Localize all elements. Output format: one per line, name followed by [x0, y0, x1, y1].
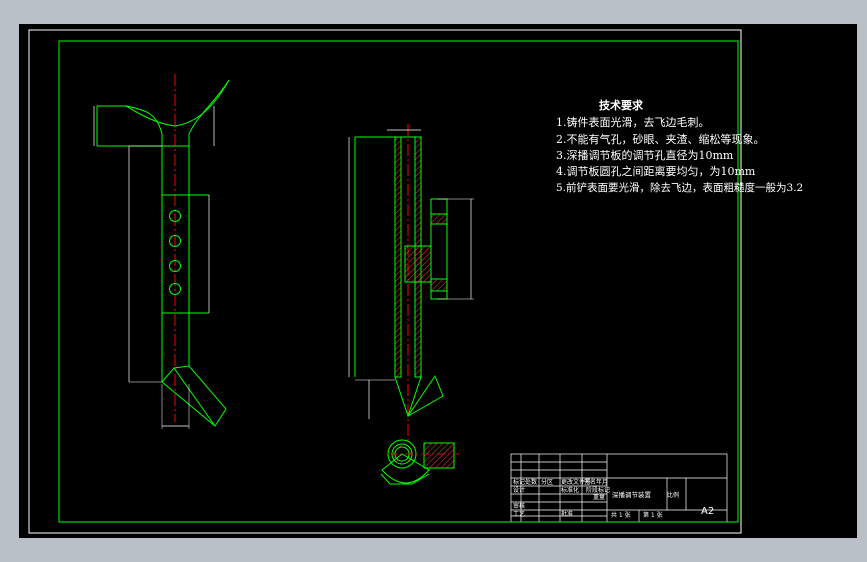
- technical-drawing: [28, 29, 742, 534]
- tech-item-1: 1.铸件表面光滑，去飞边毛刺。: [556, 116, 710, 129]
- tb-standard: 标准化: [561, 487, 580, 494]
- tb-mark: 标记处数: [513, 479, 538, 486]
- tb-process: 工艺: [513, 511, 526, 518]
- adjust-hole-2: [169, 235, 181, 247]
- tb-weight: 重量: [593, 494, 606, 501]
- tb-change: 更改文件号: [561, 479, 592, 486]
- tb-scale: 比例: [667, 492, 680, 499]
- tech-item-5: 5.前铲表面要光滑，除去飞边，表面粗糙度一般为3.2: [556, 182, 804, 194]
- tb-sheet-no: 第 1 张: [643, 512, 663, 519]
- section-fan: [381, 453, 430, 484]
- right-view: [348, 124, 474, 444]
- tb-sheets-total: 共 1 张: [611, 512, 631, 519]
- shovel-tip-left: [161, 365, 227, 427]
- tech-title: 技术要求: [599, 99, 643, 112]
- tb-approve: 批准: [561, 511, 574, 518]
- drawing-sheet: 技术要求 1.铸件表面光滑，去飞边毛刺。 2.不能有气孔，砂眼、夹渣、缩松等现象…: [19, 24, 857, 538]
- tb-stage: 阶段标记: [586, 487, 611, 494]
- section-view: [380, 439, 459, 485]
- tb-review: 审核: [513, 503, 526, 510]
- tb-zone: 分区: [541, 479, 554, 486]
- tube-wall-left: [394, 136, 402, 378]
- adjust-hole-3: [169, 260, 181, 272]
- tb-paper-size: A2: [701, 506, 715, 517]
- tech-item-4: 4.调节板圆孔之间距离要均匀，为10mm: [556, 165, 756, 178]
- funnel-top: [97, 79, 230, 147]
- title-block: [510, 453, 728, 523]
- tb-sign: 签名年月: [584, 479, 609, 486]
- outer-frame: [28, 29, 742, 534]
- tb-design: 设计: [513, 487, 526, 494]
- adjust-hole-4: [169, 283, 181, 295]
- adjust-hole-1: [169, 210, 181, 222]
- tb-drawing-name: 深播调节装置: [612, 491, 651, 499]
- left-view: [93, 74, 230, 429]
- tech-item-2: 2.不能有气孔，砂眼、夹渣、缩松等现象。: [556, 133, 765, 146]
- tech-item-3: 3.深播调节板的调节孔直径为10mm: [556, 149, 734, 162]
